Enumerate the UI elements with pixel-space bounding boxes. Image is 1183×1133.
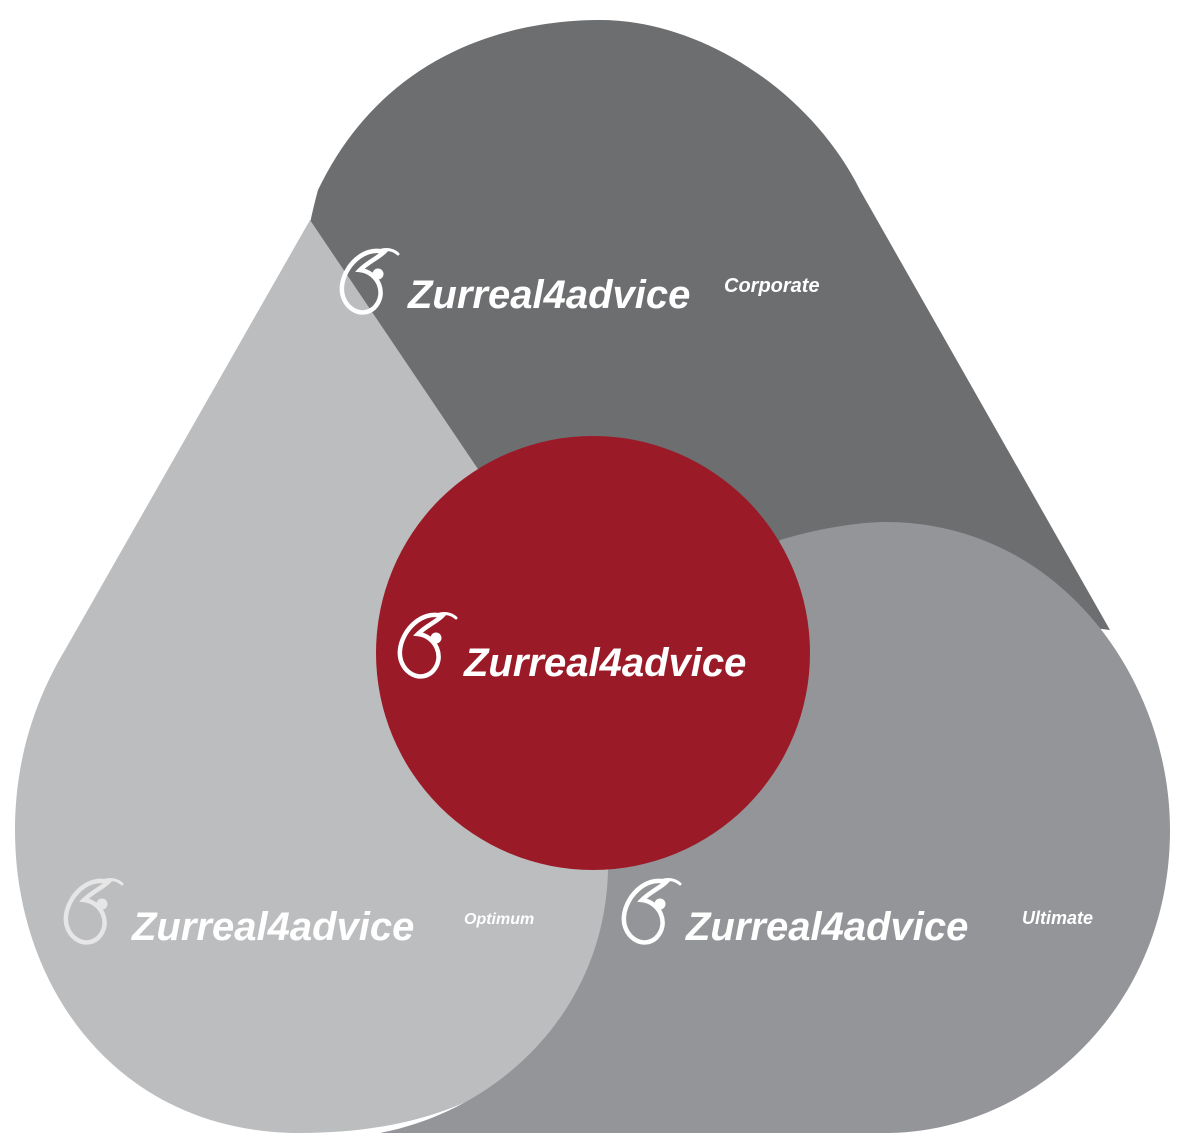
core-logo: Zurreal4advice: [400, 613, 746, 685]
ultimate-circle: [380, 522, 1170, 1133]
ultimate-logo-name: Zurreal4advice: [685, 905, 968, 949]
core-logo-name: Zurreal4advice: [463, 641, 746, 685]
ultimate-logo-suffix: Ultimate: [1022, 908, 1093, 928]
corporate-logo-name: Zurreal4advice: [407, 273, 690, 317]
core-circle: [376, 436, 810, 870]
optimum-logo: Zurreal4advice Optimum: [66, 879, 534, 949]
optimum-logo-name: Zurreal4advice: [131, 905, 414, 949]
ultimate-logo: Zurreal4advice Ultimate: [624, 879, 1093, 949]
optimum-circle: [15, 220, 610, 1133]
optimum-logo-suffix: Optimum: [464, 911, 534, 928]
corporate-logo: Zurreal4advice Corporate: [342, 249, 820, 317]
corporate-logo-suffix: Corporate: [724, 275, 820, 297]
